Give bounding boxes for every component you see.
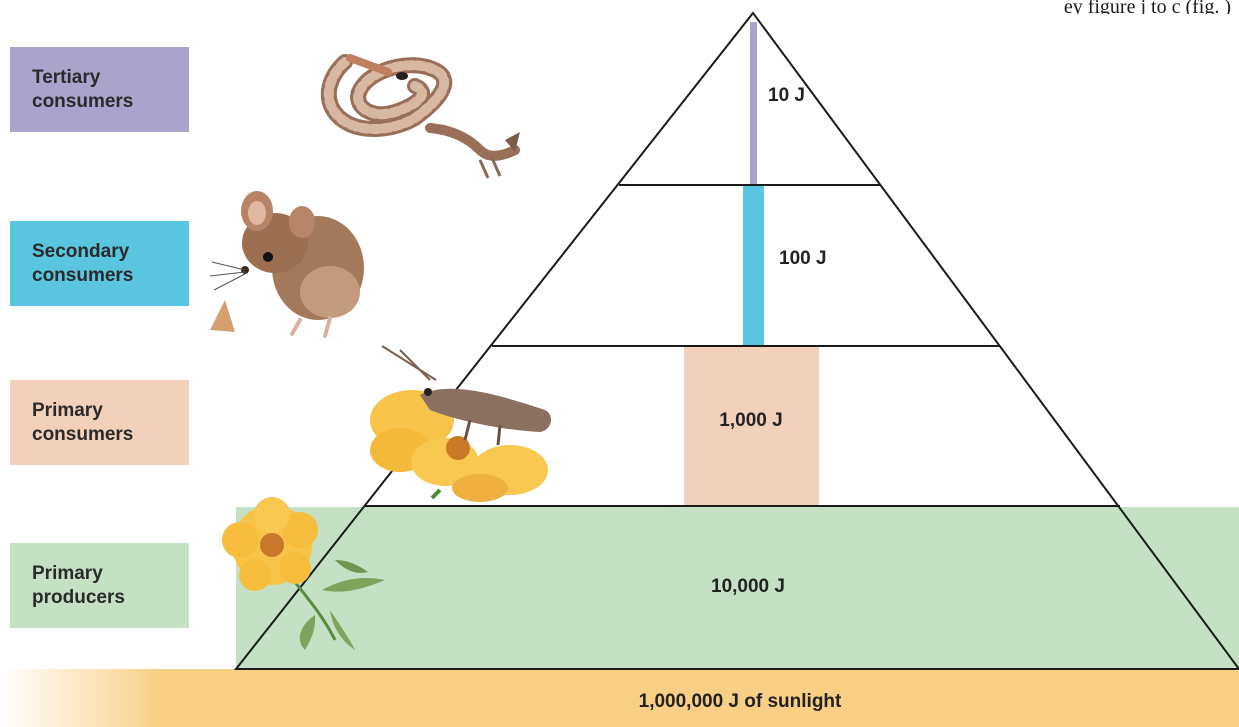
primary-consumers-energy-label: 1,000 J <box>719 410 782 431</box>
level-box-secondary-consumers: Secondary consumers <box>10 221 189 306</box>
tertiary-energy-bar <box>750 22 757 185</box>
level-label-tertiary-consumers: Tertiary consumers <box>32 66 182 114</box>
level-box-tertiary-consumers: Tertiary consumers <box>10 47 189 132</box>
level-label-primary-consumers: Primary consumers <box>32 399 182 447</box>
tertiary-energy-label: 10 J <box>768 85 805 106</box>
secondary-energy-label: 100 J <box>779 248 827 269</box>
snake-icon <box>329 58 520 178</box>
sunlight-band <box>0 669 1239 727</box>
level-box-primary-producers: Primary producers <box>10 543 189 628</box>
level-label-secondary-consumers: Secondary consumers <box>32 240 182 288</box>
producers-energy-label: 10,000 J <box>711 576 785 597</box>
grasshopper-on-flower-icon <box>370 346 551 502</box>
mouse-icon <box>210 191 364 336</box>
level-label-primary-producers: Primary producers <box>32 562 182 610</box>
sunlight-label: 1,000,000 J of sunlight <box>639 691 842 712</box>
level-box-primary-consumers: Primary consumers <box>10 380 189 465</box>
secondary-energy-bar <box>743 185 764 346</box>
